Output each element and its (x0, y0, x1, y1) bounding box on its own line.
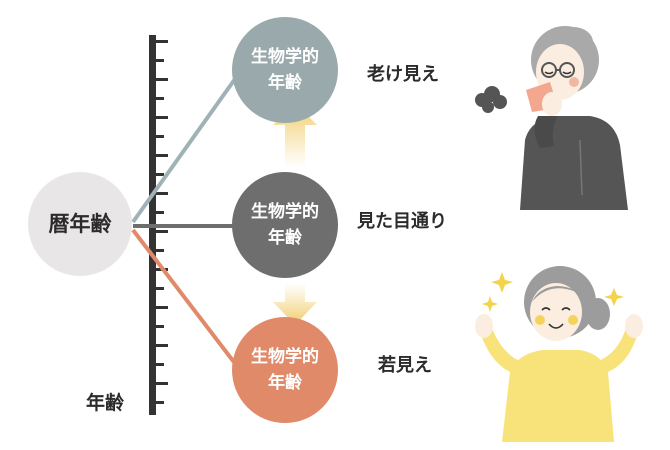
outcome-actual-label: 見た目通り (357, 211, 447, 232)
bio-age-actual-line1: 生物学的 (251, 202, 319, 222)
ruler-tick (156, 59, 164, 62)
calendar-age-label: 暦年齢 (48, 212, 112, 236)
ruler-tick (156, 401, 164, 404)
older-woman-illustration (475, 26, 628, 210)
bio-age-actual-line2: 年齢 (268, 228, 302, 248)
ruler-tick (156, 325, 164, 328)
ruler-tick (156, 211, 164, 214)
bio-age-younger-line1: 生物学的 (251, 347, 319, 367)
calendar-age-circle: 暦年齢 (28, 172, 132, 276)
bio-age-older-circle: 生物学的 年齢 (232, 17, 338, 123)
bio-age-younger-line2: 年齢 (268, 373, 302, 393)
ruler-tick (156, 363, 164, 366)
connector-line-older (131, 70, 242, 224)
bio-age-older-line1: 生物学的 (251, 47, 319, 67)
ruler-tick (156, 40, 168, 43)
ruler-tick (156, 154, 168, 157)
outcome-older-label: 老け見え (367, 64, 439, 85)
ruler-tick (156, 287, 164, 290)
outcome-younger-label: 若見え (378, 355, 432, 376)
ruler-tick (156, 344, 168, 347)
arrow-down-icon (273, 283, 317, 325)
ruler-tick (156, 230, 168, 233)
ruler-tick (156, 173, 164, 176)
bio-age-older-line2: 年齢 (268, 73, 302, 93)
ruler-tick (156, 135, 164, 138)
connector-line-younger (131, 228, 242, 372)
ruler-tick (156, 78, 168, 81)
ruler-tick (156, 192, 168, 195)
bio-age-younger-circle: 生物学的 年齢 (232, 317, 338, 423)
age-axis-label: 年齢 (86, 392, 125, 414)
sparkle-icon (482, 272, 624, 312)
ruler-tick (156, 249, 164, 252)
ruler-tick (156, 382, 168, 385)
young-woman-illustration (475, 266, 643, 442)
bio-age-actual-circle: 生物学的 年齢 (232, 172, 338, 278)
ruler-tick (156, 116, 168, 119)
ruler-tick (156, 97, 164, 100)
ruler-tick (156, 306, 168, 309)
